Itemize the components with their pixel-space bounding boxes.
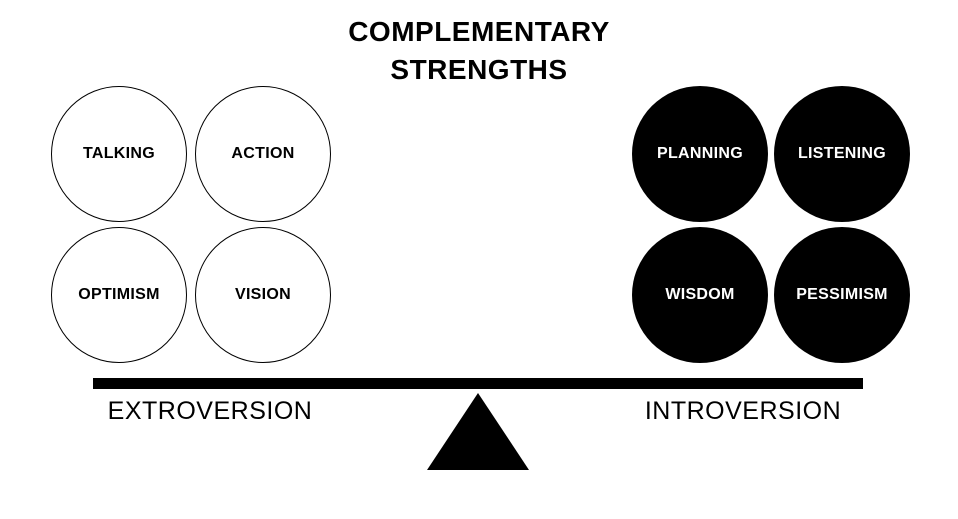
diagram-title: COMPLEMENTARY STRENGTHS — [0, 13, 958, 89]
strength-label: LISTENING — [797, 145, 887, 162]
strength-label: WISDOM — [665, 286, 735, 303]
strength-circle-talking: TALKING — [51, 86, 187, 222]
strength-circle-listening: LISTENING — [774, 86, 910, 222]
diagram-title-line2: STRENGTHS — [390, 54, 568, 85]
strength-circle-planning: PLANNING — [632, 86, 768, 222]
axis-label-extroversion: EXTROVERSION — [107, 397, 313, 425]
strength-label: TALKING — [82, 145, 155, 162]
strength-circle-action: ACTION — [195, 86, 331, 222]
axis-label-introversion: INTROVERSION — [644, 397, 842, 425]
strength-circle-optimism: OPTIMISM — [51, 227, 187, 363]
strength-label: ACTION — [231, 145, 295, 162]
diagram-title-line1: COMPLEMENTARY — [348, 16, 610, 47]
strength-label: PLANNING — [657, 145, 743, 162]
strength-circle-pessimism: PESSIMISM — [774, 227, 910, 363]
strength-label: VISION — [234, 286, 292, 303]
strength-label: OPTIMISM — [78, 286, 160, 303]
strength-circle-wisdom: WISDOM — [632, 227, 768, 363]
fulcrum-triangle — [427, 393, 529, 470]
strength-label: PESSIMISM — [796, 286, 888, 303]
balance-beam — [93, 378, 863, 389]
strength-circle-vision: VISION — [195, 227, 331, 363]
